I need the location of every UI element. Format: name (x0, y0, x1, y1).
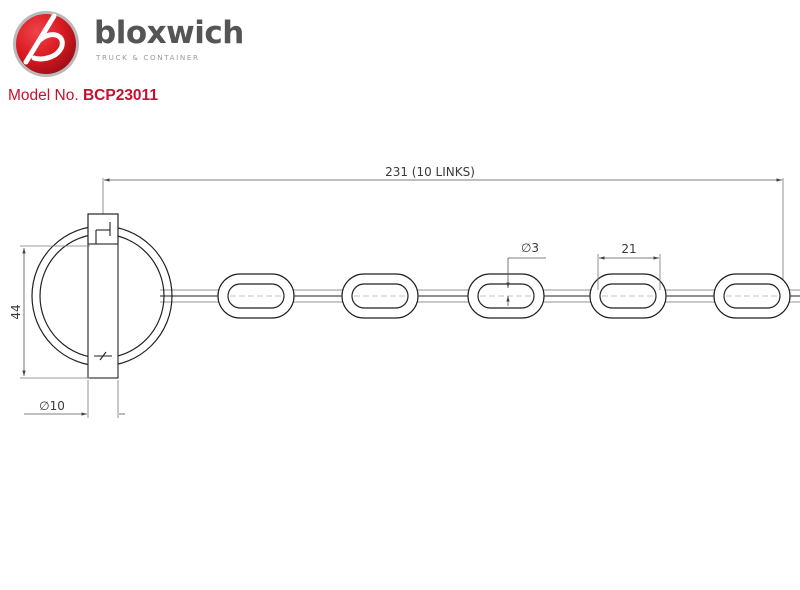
overall-length-label: 231 (10 LINKS) (385, 165, 475, 179)
ring-height-label: 44 (9, 304, 23, 319)
brand-logo: bloxwich TRUCK & CONTAINER (6, 4, 266, 84)
chain-link (589, 273, 667, 319)
pin-diameter-dimension: ∅10 (24, 380, 125, 418)
wire-diameter-dimension: ∅3 (506, 241, 546, 306)
chain-link (713, 273, 791, 319)
pin-diameter-label: ∅10 (39, 399, 65, 413)
link-pitch-dimension: 21 (597, 242, 661, 290)
chain-link (341, 273, 419, 319)
wire-diameter-label: ∅3 (521, 241, 539, 255)
lynch-pin (87, 213, 119, 379)
model-label: Model No. (8, 87, 79, 104)
model-line: Model No. BCP23011 (8, 88, 158, 104)
brand-tagline: TRUCK & CONTAINER (96, 53, 200, 62)
link-pitch-label: 21 (621, 242, 636, 256)
chain-link (467, 273, 545, 319)
ring-height-dimension: 44 (9, 245, 90, 379)
chain-links (217, 273, 791, 319)
model-number: BCP23011 (82, 87, 158, 104)
bloxwich-logo-icon (13, 11, 79, 77)
overall-length-dimension: 231 (10 LINKS) (102, 165, 784, 290)
brand-name: bloxwich (94, 15, 244, 51)
chain-link (217, 273, 295, 319)
